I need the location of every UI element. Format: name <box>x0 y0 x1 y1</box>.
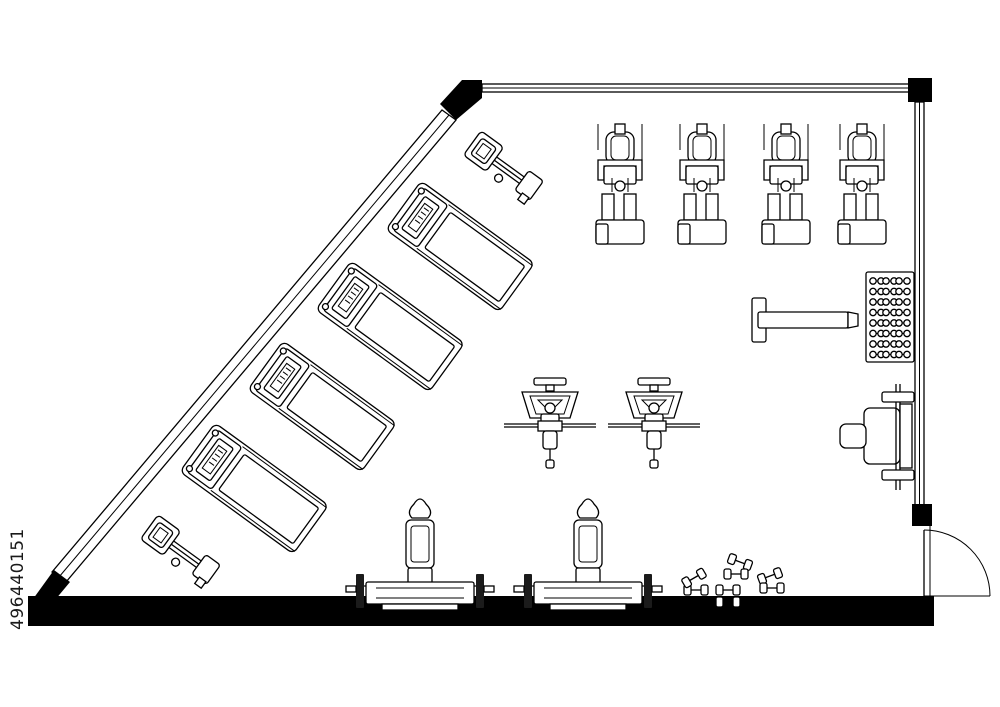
bike-1 <box>595 123 645 245</box>
elliptical-machines <box>137 130 547 591</box>
bike-4 <box>837 123 887 245</box>
bike-2 <box>677 123 727 245</box>
bench-press-station <box>839 384 915 490</box>
elliptical-1 <box>460 130 547 207</box>
corner-post-bottom-left <box>28 570 70 626</box>
entry-door[interactable] <box>923 529 991 597</box>
chest-press-machines <box>503 377 701 469</box>
treadmill-4 <box>179 422 330 555</box>
corner-post-top-right <box>908 78 932 102</box>
chest-press-1 <box>503 377 597 469</box>
corner-post-top-left <box>440 80 482 120</box>
leg-press-1 <box>345 498 495 611</box>
dumbbell-rack <box>865 271 915 363</box>
door-jamb-post <box>912 504 932 526</box>
treadmill-2 <box>315 260 466 393</box>
exercise-bikes <box>595 123 887 245</box>
leg-press-machines <box>345 498 663 611</box>
elliptical-2 <box>137 514 224 591</box>
leg-press-2 <box>513 498 663 611</box>
bike-3 <box>761 123 811 245</box>
treadmill-3 <box>247 340 398 473</box>
flat-bench <box>751 297 859 343</box>
chest-press-2 <box>607 377 701 469</box>
corner-post-bottom-right <box>912 598 934 626</box>
treadmill-1 <box>385 180 536 313</box>
